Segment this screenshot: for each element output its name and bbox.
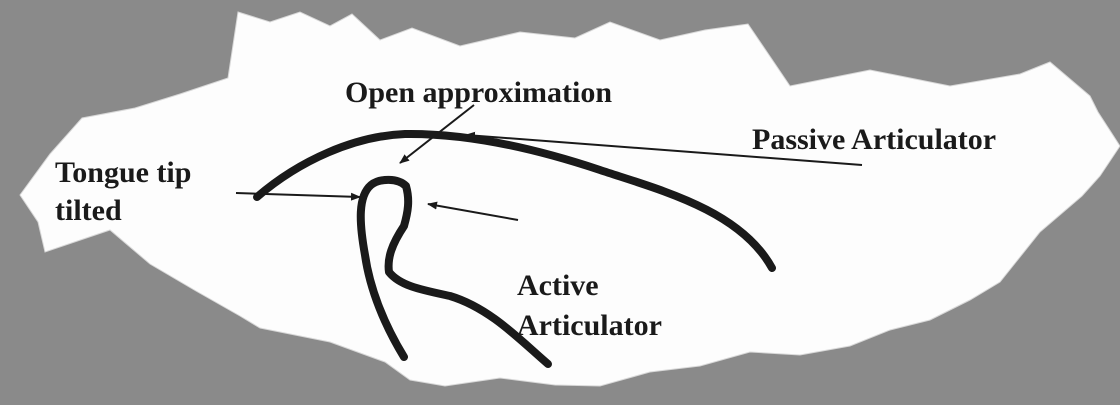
active-articulator-label-line1: Active — [517, 270, 599, 302]
tongue-tip-label-line2: tilted — [55, 195, 122, 227]
tongue-tip-label-line1: Tongue tip — [55, 157, 191, 189]
open-approximation-label: Open approximation — [345, 77, 612, 109]
active-articulator-label-line2: Articulator — [517, 310, 662, 342]
passive-articulator-label: Passive Articulator — [752, 124, 996, 156]
